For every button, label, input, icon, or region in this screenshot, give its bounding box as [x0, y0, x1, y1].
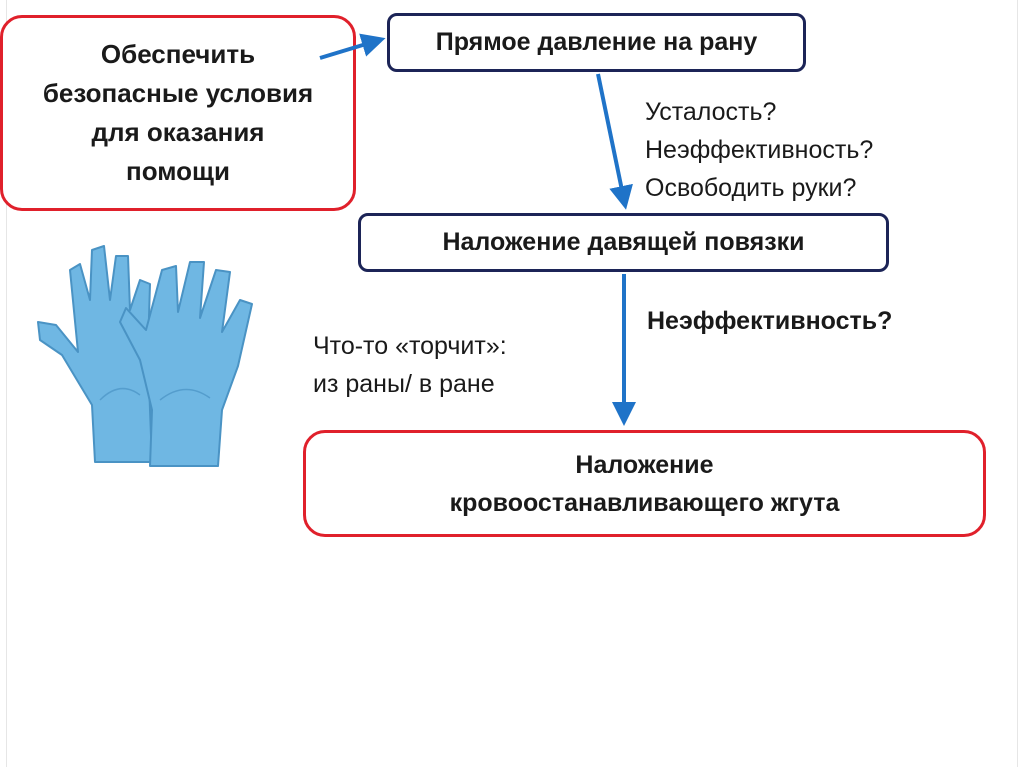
slide: Обеспечить безопасные условия для оказан… [0, 0, 1024, 767]
medical-gloves-icon [0, 0, 1024, 767]
